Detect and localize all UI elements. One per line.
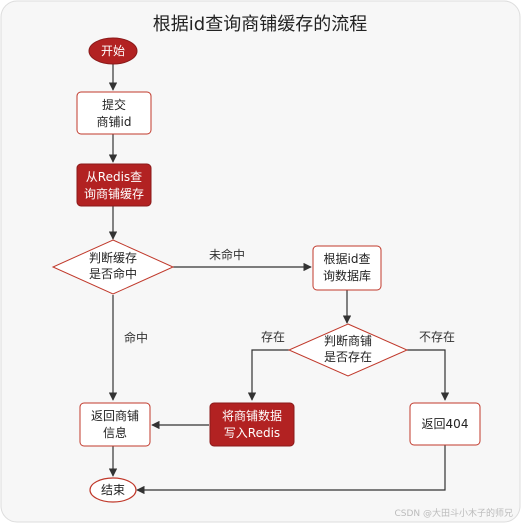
node-judge-exist-line1: 判断商铺: [324, 333, 372, 348]
watermark-text: CSDN @大田斗小木子的师兄: [394, 507, 513, 519]
node-judge-exist-line2: 是否存在: [324, 350, 372, 364]
node-write-redis: 将商铺数据 写入Redis: [209, 402, 295, 447]
node-return-404: 返回404: [409, 402, 481, 446]
node-start: 开始: [88, 37, 138, 65]
node-query-redis-line2: 询商铺缓存: [84, 186, 144, 201]
node-query-redis-line1: 从Redis查: [86, 170, 142, 184]
node-start-label: 开始: [101, 44, 125, 58]
node-query-redis: 从Redis查 询商铺缓存: [76, 163, 152, 207]
edge-label-not-exists: 不存在: [419, 330, 455, 344]
edge-judgeexist-404: [407, 349, 450, 401]
edge-404-end: [136, 445, 446, 495]
node-write-redis-line2: 写入Redis: [224, 426, 280, 440]
node-submit-line1: 提交: [102, 97, 126, 112]
node-judge-exist: 判断商铺 是否存在: [287, 323, 409, 377]
edge-label-hit: 命中: [124, 330, 148, 345]
edge-label-exists: 存在: [261, 330, 285, 344]
node-judge-cache: 判断缓存 是否命中: [51, 239, 175, 295]
node-return-info-line2: 信息: [103, 425, 127, 440]
edge-judgeexist-write: [247, 349, 289, 401]
edges: [108, 63, 450, 495]
node-submit: 提交 商铺id: [76, 91, 152, 135]
node-end-label: 结束: [101, 483, 125, 497]
node-query-db-line1: 根据id查: [324, 252, 371, 266]
node-judge-cache-line2: 是否命中: [89, 266, 137, 281]
node-return-info-line1: 返回商铺: [91, 408, 139, 423]
edge-label-miss: 未命中: [209, 247, 245, 262]
node-return-info: 返回商铺 信息: [79, 402, 151, 447]
node-end: 结束: [89, 477, 137, 503]
node-judge-cache-line1: 判断缓存: [89, 250, 137, 265]
diagram-title: 根据id查询商铺缓存的流程: [153, 14, 367, 35]
node-query-db: 根据id查 询数据库: [312, 245, 382, 291]
node-query-db-line2: 询数据库: [323, 268, 371, 283]
node-submit-line2: 商铺id: [97, 114, 132, 129]
node-write-redis-line1: 将商铺数据: [222, 408, 282, 423]
node-return-404-label: 返回404: [422, 417, 469, 431]
